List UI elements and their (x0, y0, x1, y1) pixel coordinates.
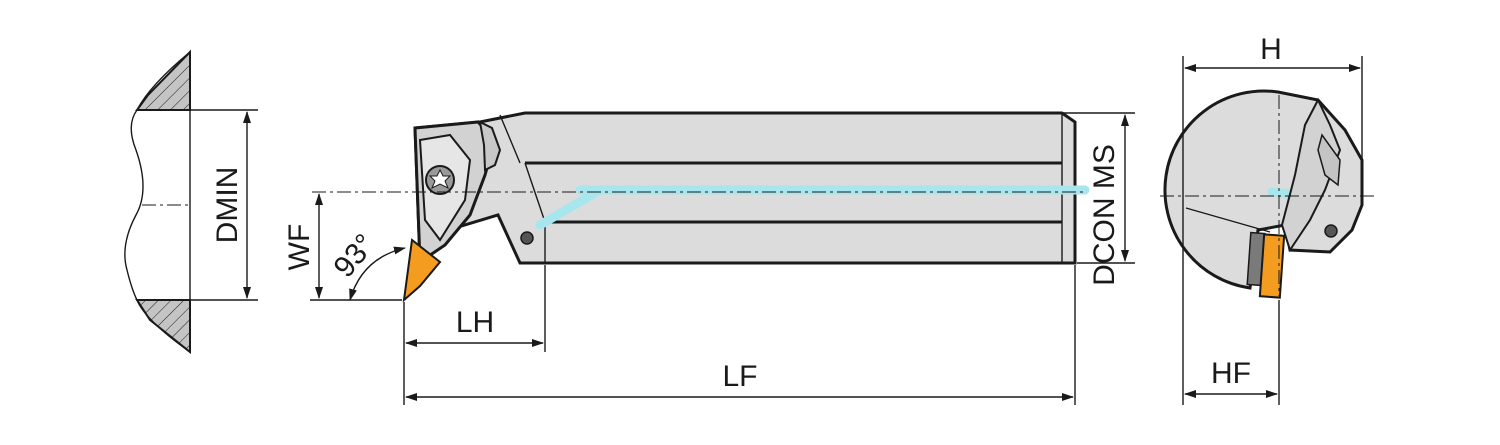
clamp-lever (478, 120, 502, 172)
front-flat (1185, 207, 1271, 233)
lh-label: LH (456, 306, 494, 339)
approach-angle-arc (349, 246, 406, 301)
torx-socket-icon (428, 168, 452, 190)
min-bore-section-view: DMIN (124, 49, 258, 355)
coolant-channel-branch (535, 185, 605, 230)
front-head (1280, 97, 1342, 253)
dcon-ms-label: DCON MS (1088, 144, 1121, 286)
front-end-view: H HF (1160, 33, 1378, 405)
front-insert (1258, 233, 1286, 299)
wf-label: WF (283, 224, 316, 271)
coolant-nozzle (520, 231, 534, 245)
front-coolant-nozzle (1324, 224, 1338, 238)
head-chamfer (499, 114, 521, 164)
bore-wall-top-hatch (135, 49, 191, 111)
h-label: H (1260, 33, 1282, 66)
hf-label: HF (1211, 357, 1251, 390)
dmin-label: DMIN (211, 167, 244, 244)
boring-bar-side-view: WF 93° LH LF DCON MS (283, 111, 1135, 405)
angle-label: 93° (327, 228, 381, 284)
front-coolant (1267, 187, 1295, 199)
front-clamp (1317, 133, 1341, 187)
lf-label: LF (722, 360, 757, 393)
shank-flat-left (524, 162, 546, 223)
bore-wall-bottom-hatch (135, 299, 191, 355)
